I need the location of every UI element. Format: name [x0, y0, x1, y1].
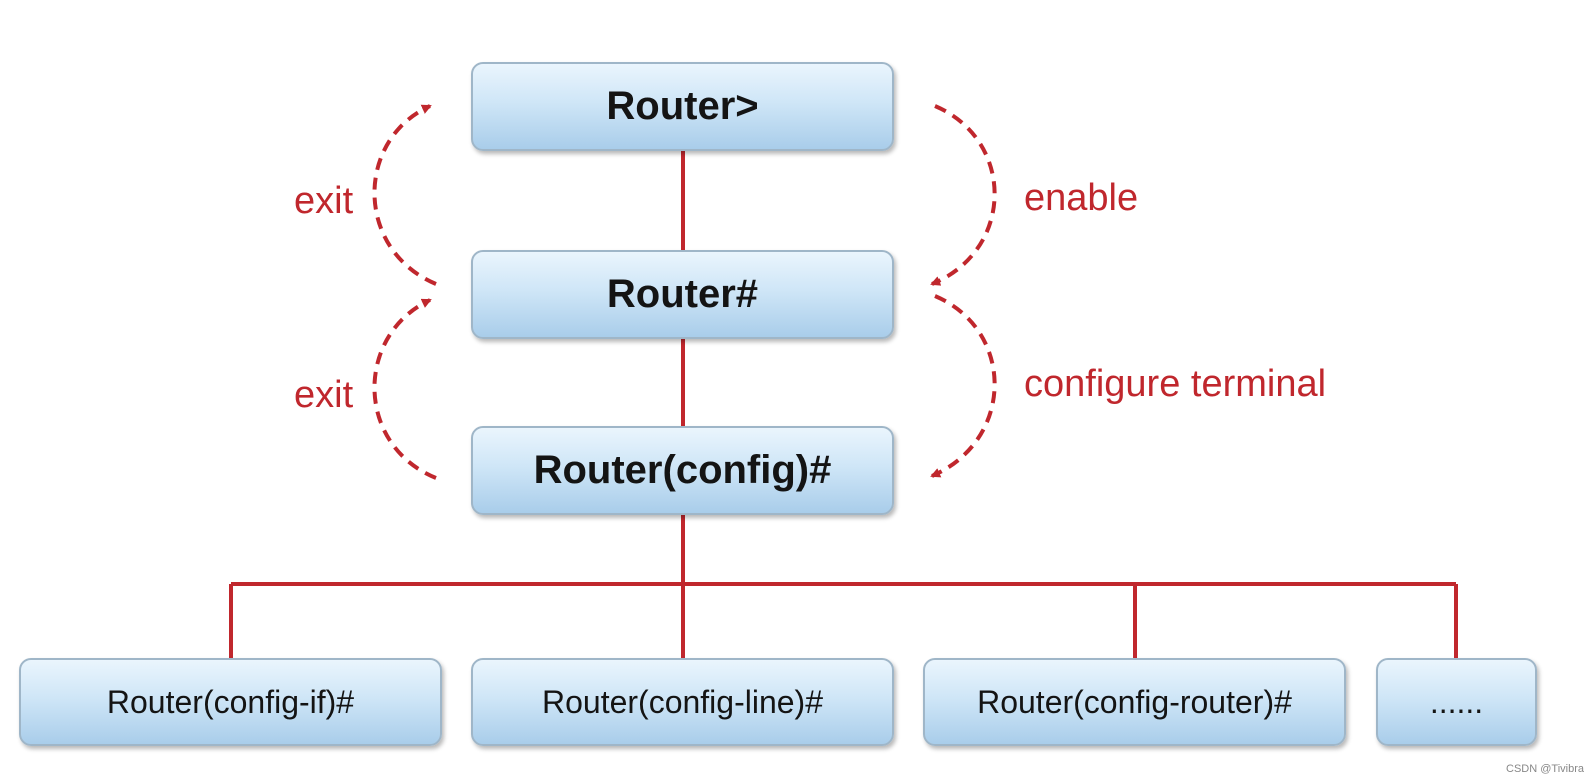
- exit-lower-arrow: [372, 298, 437, 480]
- watermark: CSDN @Tivibra: [1506, 763, 1584, 775]
- config-if-mode-label: Router(config-if)#: [106, 683, 355, 720]
- configure-terminal-arrow: [930, 294, 997, 478]
- exit-lower-command-label: exit: [294, 374, 354, 416]
- global-config-mode-label: Router(config)#: [533, 448, 832, 492]
- configure-terminal-command-label: configure terminal: [1024, 363, 1327, 405]
- global-config-mode-box: Router(config)#: [471, 426, 894, 515]
- more-modes-box: ......: [1376, 658, 1537, 746]
- config-if-mode-box: Router(config-if)#: [19, 658, 442, 746]
- enable-arrow: [930, 104, 997, 286]
- more-modes-label: ......: [1429, 683, 1484, 720]
- config-line-mode-label: Router(config-line)#: [541, 683, 823, 720]
- privileged-exec-mode-box: Router#: [471, 250, 894, 339]
- user-exec-mode-box: Router>: [471, 62, 894, 151]
- config-router-mode-label: Router(config-router)#: [977, 683, 1292, 720]
- user-exec-mode-label: Router>: [606, 84, 759, 128]
- exit-upper-arrow: [372, 104, 437, 286]
- enable-command-label: enable: [1024, 177, 1139, 219]
- config-router-mode-box: Router(config-router)#: [923, 658, 1346, 746]
- config-line-mode-box: Router(config-line)#: [471, 658, 894, 746]
- privileged-exec-mode-label: Router#: [606, 272, 759, 316]
- exit-upper-command-label: exit: [294, 180, 354, 222]
